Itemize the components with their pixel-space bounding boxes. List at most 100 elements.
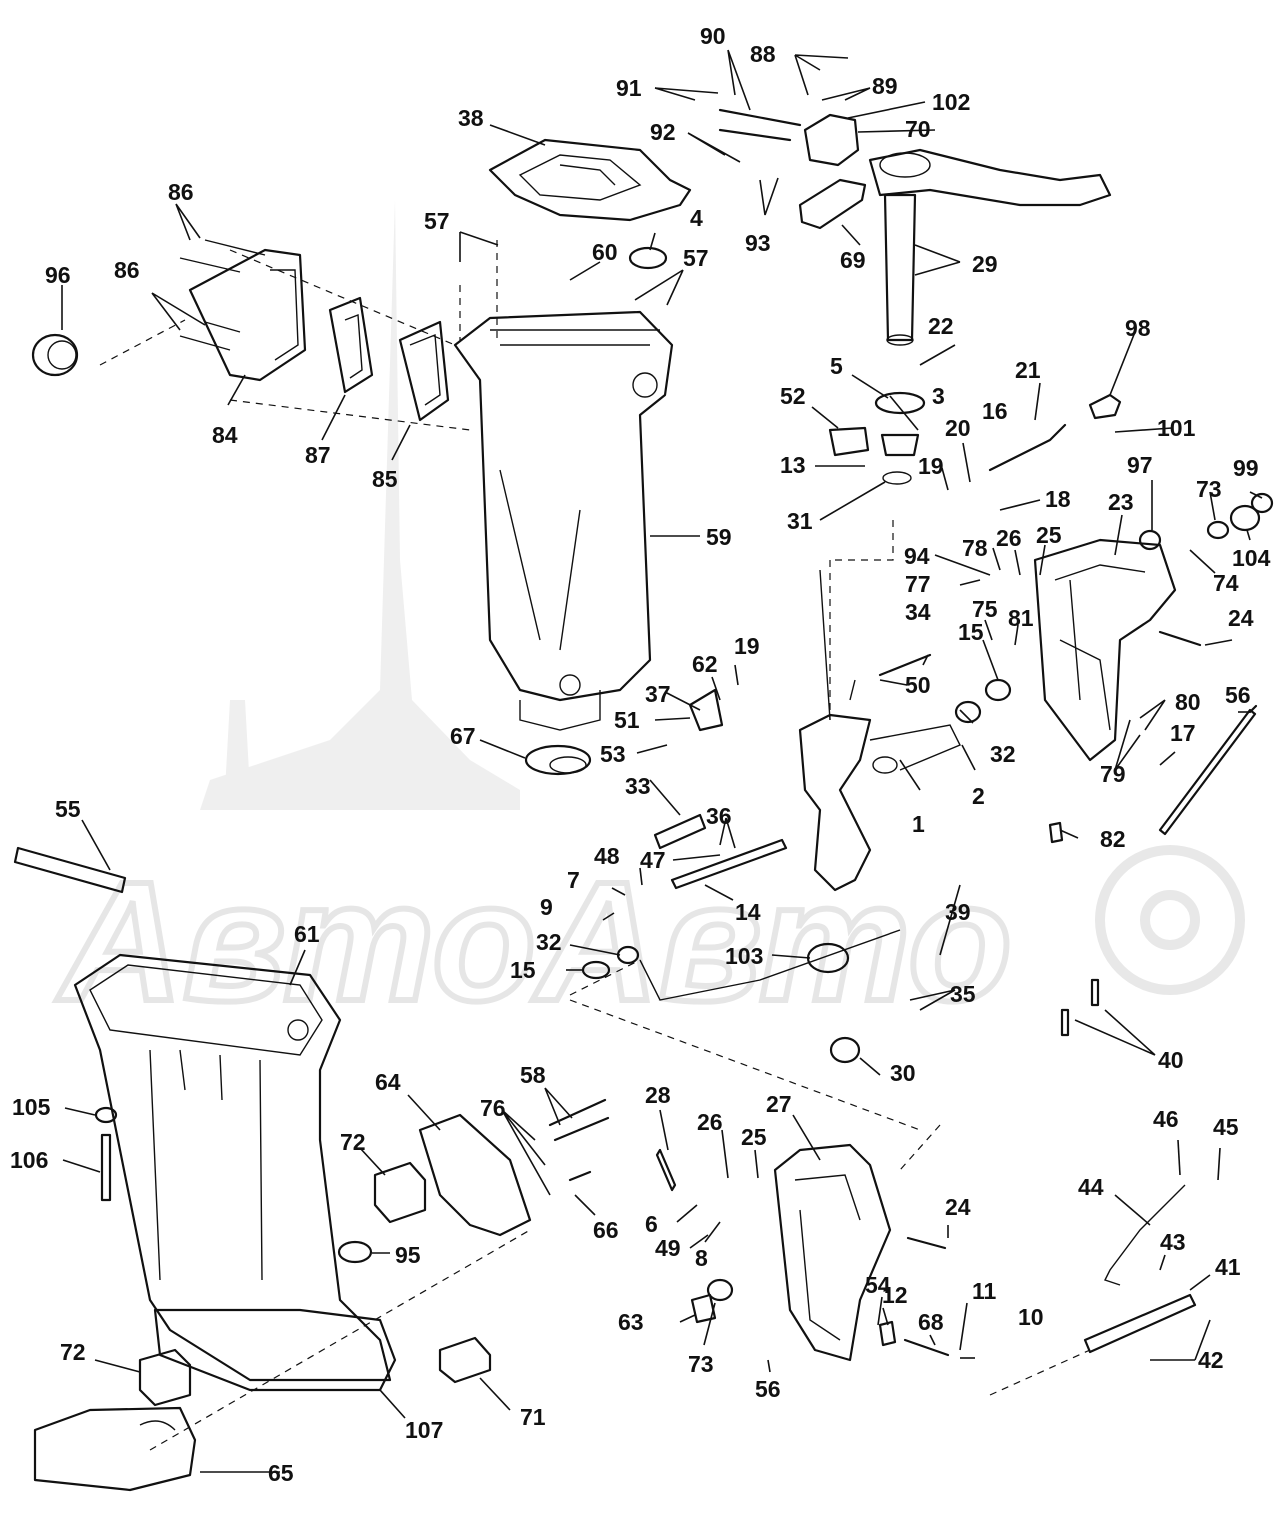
callout-50: 50 xyxy=(905,672,931,698)
callout-68: 68 xyxy=(918,1309,944,1335)
callout-90: 90 xyxy=(700,23,726,49)
callout-61: 61 xyxy=(294,921,320,947)
bolt-58 xyxy=(548,1098,610,1182)
callout-81: 81 xyxy=(1008,605,1034,631)
callout-47: 47 xyxy=(640,847,666,873)
plate-107 xyxy=(153,1308,397,1392)
callout-2: 2 xyxy=(972,783,985,809)
parts-drawing xyxy=(13,108,1274,1492)
bushing-97 xyxy=(1138,529,1162,551)
tilt-tube-14 xyxy=(670,838,788,890)
callout-88: 88 xyxy=(750,41,776,67)
callout-25b: 25 xyxy=(741,1124,767,1150)
callout-94: 94 xyxy=(904,543,930,569)
callout-16: 16 xyxy=(982,398,1008,424)
bracket-70 xyxy=(803,113,860,167)
callout-17: 17 xyxy=(1170,720,1196,746)
callout-41: 41 xyxy=(1215,1254,1241,1280)
mount-64 xyxy=(418,1113,532,1237)
callout-19a: 19 xyxy=(918,453,944,479)
callout-48: 48 xyxy=(594,843,620,869)
block-72-lower xyxy=(138,1348,192,1407)
callout-23: 23 xyxy=(1108,489,1134,515)
callout-32a: 32 xyxy=(990,741,1016,767)
callout-89: 89 xyxy=(872,73,898,99)
pin-56 xyxy=(1248,704,1258,714)
callout-62: 62 xyxy=(692,651,718,677)
steering-arm xyxy=(868,148,1112,207)
callout-82: 82 xyxy=(1100,826,1126,852)
knob-30 xyxy=(829,1036,861,1064)
callout-labels: 1 2 3 4 5 6 7 8 9 10 11 12 13 14 15 15 1… xyxy=(10,23,1271,1486)
callout-26b: 26 xyxy=(697,1109,723,1135)
callout-13: 13 xyxy=(780,452,806,478)
callout-70: 70 xyxy=(905,116,931,142)
callout-35: 35 xyxy=(950,981,976,1007)
callout-77: 77 xyxy=(905,571,931,597)
block-71 xyxy=(438,1336,492,1384)
spring-24 xyxy=(906,630,1202,1250)
callout-106: 106 xyxy=(10,1147,48,1173)
watermark-hub-icon xyxy=(1140,890,1200,950)
callout-105: 105 xyxy=(12,1094,51,1120)
callout-26a: 26 xyxy=(996,525,1022,551)
callout-31: 31 xyxy=(787,508,813,534)
callout-43: 43 xyxy=(1160,1229,1186,1255)
knob-99 xyxy=(1250,492,1274,514)
pad-82 xyxy=(1048,821,1064,844)
callout-27: 27 xyxy=(766,1091,792,1117)
callout-104: 104 xyxy=(1232,545,1271,571)
callout-60: 60 xyxy=(592,239,618,265)
callout-4: 4 xyxy=(690,205,703,231)
callout-64: 64 xyxy=(375,1069,401,1095)
clamp-bracket-27 xyxy=(773,1143,892,1362)
bolt-106 xyxy=(100,1133,112,1202)
watermark: АвтоАвто xyxy=(53,200,1245,1040)
callout-42: 42 xyxy=(1198,1347,1224,1373)
callout-51: 51 xyxy=(614,707,640,733)
callout-9: 9 xyxy=(540,894,553,920)
cover-84 xyxy=(188,248,307,382)
callout-14: 14 xyxy=(735,899,761,925)
tie-bar-21 xyxy=(988,423,1067,472)
callout-75: 75 xyxy=(972,596,998,622)
callout-76: 76 xyxy=(480,1095,506,1121)
callout-22: 22 xyxy=(928,313,954,339)
callout-6: 6 xyxy=(645,1211,658,1237)
bushing-52 xyxy=(828,426,870,457)
gasket-38 xyxy=(488,138,692,222)
mount-95 xyxy=(337,1240,373,1264)
callout-63: 63 xyxy=(618,1309,644,1335)
bushing-5 xyxy=(874,391,926,415)
callout-66: 66 xyxy=(593,1217,619,1243)
callout-12: 12 xyxy=(882,1282,908,1308)
gasket-85 xyxy=(398,320,450,422)
callout-8: 8 xyxy=(695,1245,708,1271)
callout-85: 85 xyxy=(372,466,398,492)
callout-84: 84 xyxy=(212,422,238,448)
plate-41 xyxy=(1083,1293,1197,1354)
mount-69 xyxy=(798,178,867,230)
callout-102: 102 xyxy=(932,89,970,115)
callout-57a: 57 xyxy=(424,208,450,234)
callout-52: 52 xyxy=(780,383,806,409)
callout-95: 95 xyxy=(395,1242,421,1268)
callout-53: 53 xyxy=(600,741,626,767)
callout-28: 28 xyxy=(645,1082,671,1108)
callout-92: 92 xyxy=(650,119,676,145)
rod-55 xyxy=(13,846,127,894)
callout-5: 5 xyxy=(830,353,843,379)
callout-24a: 24 xyxy=(1228,605,1254,631)
callout-54: 54 xyxy=(865,1272,891,1298)
bushing-73b xyxy=(706,1278,734,1302)
callout-73a: 73 xyxy=(1196,476,1222,502)
bolt-90 xyxy=(718,108,802,142)
callout-58: 58 xyxy=(520,1062,546,1088)
callout-87: 87 xyxy=(305,442,331,468)
callout-38: 38 xyxy=(458,105,484,131)
callout-99: 99 xyxy=(1233,455,1259,481)
callout-71: 71 xyxy=(520,1404,546,1430)
callout-101: 101 xyxy=(1157,415,1196,441)
bushing-73 xyxy=(1206,520,1230,540)
callout-7: 7 xyxy=(567,867,580,893)
